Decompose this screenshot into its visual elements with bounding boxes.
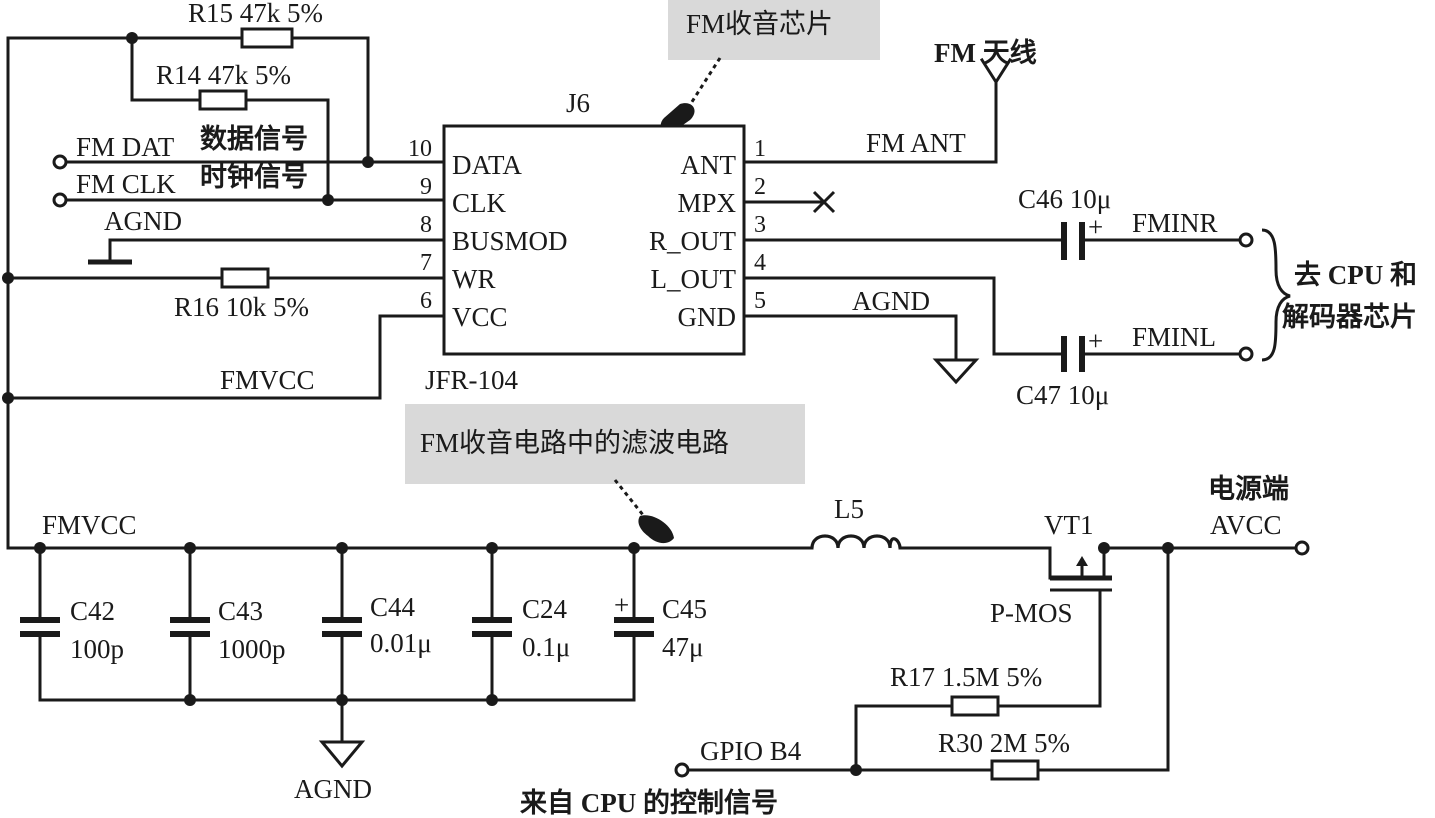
l-out-line: + C47 10μ FMINL xyxy=(742,276,1254,410)
chip-callout-text: FM收音芯片 xyxy=(686,9,833,39)
pin-num: 10 xyxy=(408,136,432,162)
ground-icon xyxy=(318,740,366,769)
cap-value: 0.01μ xyxy=(370,628,432,658)
clock-signal-label: 时钟信号 xyxy=(200,162,308,192)
plus-sign: + xyxy=(614,590,629,620)
pin-name: CLK xyxy=(452,188,507,218)
resistor-r30 xyxy=(990,759,1040,781)
power-label-1: 电源端 xyxy=(1208,474,1289,504)
to-cpu-label-1: 去 CPU 和 xyxy=(1294,260,1417,290)
filter-rail: L5 FMVCC xyxy=(6,494,1052,554)
fm-dat-line: FM DAT 数据信号 xyxy=(52,124,446,170)
resistor-r16 xyxy=(220,267,270,289)
plus-sign: + xyxy=(1088,326,1103,356)
cap-name: C45 xyxy=(662,594,707,624)
left-bus xyxy=(6,32,370,550)
pin-num: 6 xyxy=(420,288,432,314)
pin-num: 8 xyxy=(420,212,432,238)
pin-name: WR xyxy=(452,264,496,294)
cap-value: 1000p xyxy=(218,634,286,664)
pin-name: VCC xyxy=(452,302,508,332)
vcc-line: FMVCC xyxy=(2,314,446,404)
fm-ant-label: FM ANT xyxy=(866,128,966,158)
agnd-bottom-label: AGND xyxy=(294,774,372,804)
fmvcc-top-label: FMVCC xyxy=(220,365,315,395)
pin-name: MPX xyxy=(677,188,736,218)
mpx-nc xyxy=(742,190,836,214)
pin-name: DATA xyxy=(452,150,522,180)
r15-label: R15 47k 5% xyxy=(188,0,323,28)
power-label-2: AVCC xyxy=(1210,510,1282,540)
r17-label: R17 1.5M 5% xyxy=(890,662,1042,692)
cap-name: C24 xyxy=(522,594,568,624)
cap-name: C44 xyxy=(370,592,416,622)
pin-name: BUSMOD xyxy=(452,226,568,256)
to-cpu-brace: 去 CPU 和 解码器芯片 xyxy=(1261,228,1417,362)
fminl-label: FMINL xyxy=(1132,322,1216,352)
gpio-desc-label: 来自 CPU 的控制信号 xyxy=(520,787,778,818)
fmvcc-bottom-label: FMVCC xyxy=(42,510,137,540)
pin-num: 7 xyxy=(420,250,432,276)
inductor-l5 xyxy=(810,534,902,549)
fm-clk-line: FM CLK 时钟信号 xyxy=(52,162,446,208)
chip-callout: FM收音芯片 xyxy=(660,0,880,134)
c47-label: C47 10μ xyxy=(1016,380,1109,410)
gnd-right: AGND xyxy=(742,286,980,385)
l5-label: L5 xyxy=(834,494,864,524)
cap-value: 0.1μ xyxy=(522,632,570,662)
ground-icon xyxy=(932,358,980,385)
chip-ref: J6 xyxy=(566,88,590,118)
pin-num: 2 xyxy=(754,174,766,200)
pin-num: 3 xyxy=(754,212,766,238)
pmos-vt1: VT1 P-MOS 电源端 AVCC xyxy=(990,474,1310,708)
pin-name: ANT xyxy=(681,150,737,180)
pin-num: 5 xyxy=(754,288,766,314)
no-connect-icon xyxy=(812,190,836,214)
capacitor-bank: C42 100p C43 1000p C44 0.01μ C24 0.1μ + … xyxy=(20,546,707,804)
resistor-r17 xyxy=(950,695,1000,717)
cap-name: C43 xyxy=(218,596,263,626)
resistor-r15: R15 47k 5% xyxy=(188,0,323,49)
pin-name: R_OUT xyxy=(649,226,737,256)
vt1-label: VT1 xyxy=(1044,510,1094,540)
resistor-r14: R14 47k 5% xyxy=(156,60,291,111)
pointing-hand-icon xyxy=(638,515,674,544)
fminr-label: FMINR xyxy=(1132,208,1218,238)
pin-num: 9 xyxy=(420,174,432,200)
r-out-line: + C46 10μ FMINR xyxy=(742,184,1254,260)
r14-label: R14 47k 5% xyxy=(156,60,291,90)
busmod-agnd: AGND xyxy=(88,206,446,265)
fm-dat-label: FM DAT xyxy=(76,132,175,162)
cap-name: C42 xyxy=(70,596,115,626)
antenna: FM 天线 FM ANT xyxy=(742,38,1037,164)
pin-num: 1 xyxy=(754,136,766,162)
r30-label: R30 2M 5% xyxy=(938,728,1070,758)
pin-name: GND xyxy=(678,302,737,332)
wr-line: R16 10k 5% xyxy=(2,267,446,322)
chip-part: JFR-104 xyxy=(425,365,519,395)
antenna-label: FM 天线 xyxy=(934,38,1037,68)
agnd-right-label: AGND xyxy=(852,286,930,316)
pmos-label: P-MOS xyxy=(990,598,1073,628)
fm-clk-label: FM CLK xyxy=(76,169,176,199)
data-signal-label: 数据信号 xyxy=(200,124,308,154)
r16-label: R16 10k 5% xyxy=(174,292,309,322)
c46-label: C46 10μ xyxy=(1018,184,1111,214)
plus-sign: + xyxy=(1088,212,1103,242)
to-cpu-label-2: 解码器芯片 xyxy=(1282,302,1417,332)
gpio-label: GPIO B4 xyxy=(700,736,802,766)
pin-num: 4 xyxy=(754,250,766,276)
filter-callout-text: FM收音电路中的滤波电路 xyxy=(420,428,729,458)
pin-name: L_OUT xyxy=(651,264,737,294)
chip-j6: J6 JFR-104 10 DATA 9 CLK 8 BUSMOD 7 WR 6… xyxy=(408,88,766,395)
cap-value: 47μ xyxy=(662,632,703,662)
cap-value: 100p xyxy=(70,634,124,664)
filter-callout: FM收音电路中的滤波电路 xyxy=(405,404,805,544)
gpio-control: R17 1.5M 5% R30 2M 5% GPIO B4 来自 CPU 的控制… xyxy=(520,546,1170,818)
agnd-top-label: AGND xyxy=(104,206,182,236)
